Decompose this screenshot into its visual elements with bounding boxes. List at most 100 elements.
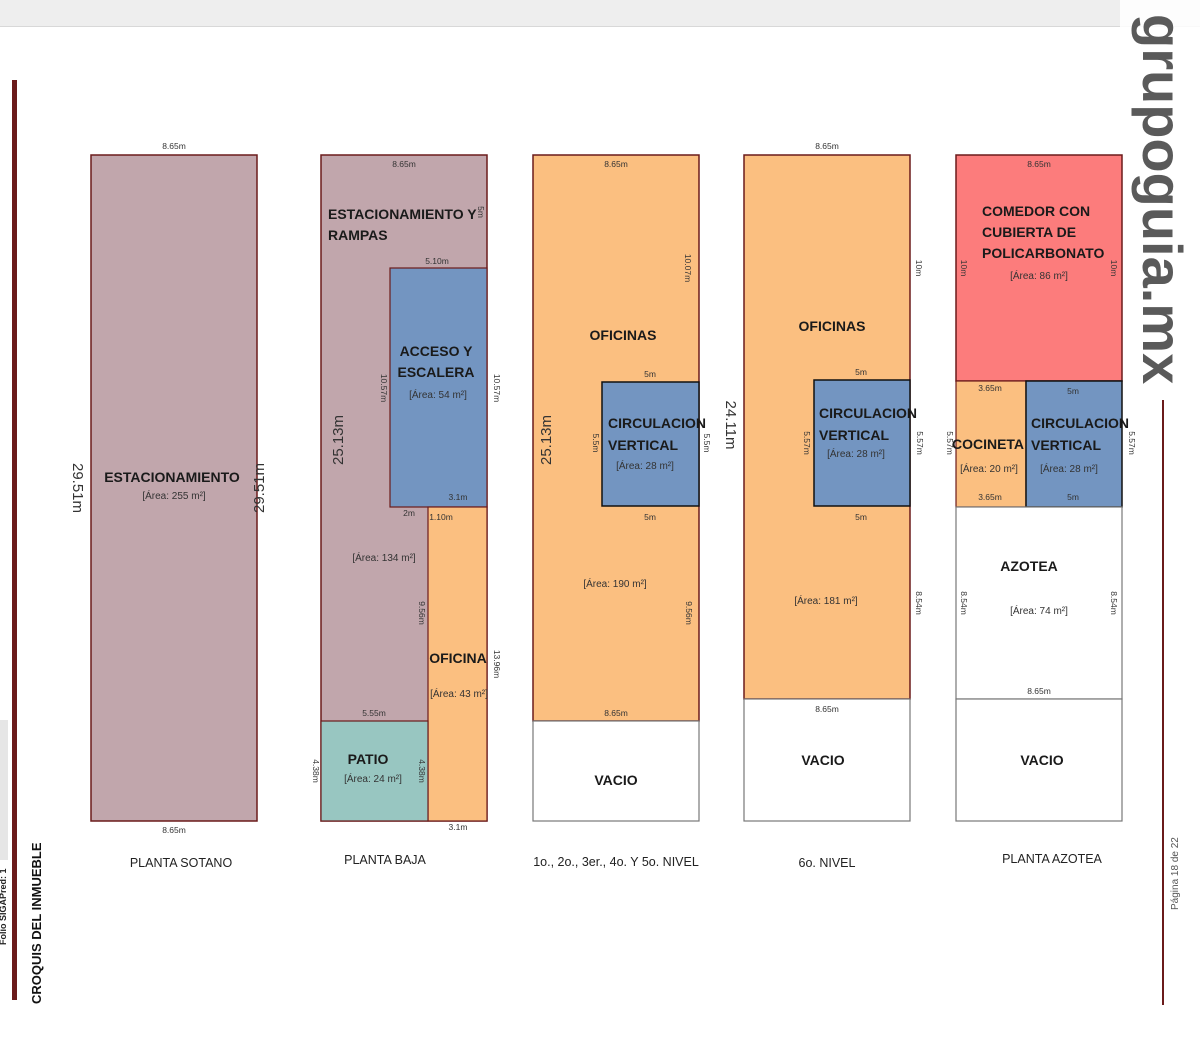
azotea-comedor-label-2: CUBIERTA DE xyxy=(982,224,1076,240)
plan-baja: 8.65m 25.13m ESTACIONAMIENTO Y RAMPAS [Á… xyxy=(311,154,502,867)
baja-left-dim: 25.13m xyxy=(330,415,347,465)
baja-acceso-top-dim: 5.10m xyxy=(425,256,449,266)
baja-acceso-right-dim: 10.57m xyxy=(492,374,502,402)
nivel6-circulacion-right-dim: 5.57m xyxy=(915,431,925,455)
niveles-caption: 1o., 2o., 3er., 4o. Y 5o. NIVEL xyxy=(533,855,699,869)
nivel6-circulacion-bottom-dim: 5m xyxy=(855,512,867,522)
azotea-cocineta-top-dim: 3.65m xyxy=(978,383,1002,393)
azotea-circulacion-bottom-dim: 5m xyxy=(1067,492,1079,502)
sotano-top-dim: 8.65m xyxy=(162,141,186,151)
azotea-azotea-label: AZOTEA xyxy=(1000,558,1058,574)
azotea-comedor-left-dim: 10m xyxy=(959,260,969,277)
watermark-logo: grupoguia.mx xyxy=(1131,14,1194,384)
nivel6-right-bottom-dim: 8.54m xyxy=(914,591,924,615)
niveles-left-dim: 25.13m xyxy=(538,415,555,465)
baja-patio-label: PATIO xyxy=(348,751,389,767)
azotea-circulacion-label-1: CIRCULACION xyxy=(1031,415,1129,431)
niveles-oficinas-label: OFICINAS xyxy=(590,327,657,343)
plan-niveles: 8.65m 25.13m 10.07m 9.56m OFICINAS [Área… xyxy=(532,154,712,869)
baja-acceso-label-1: ACCESO Y xyxy=(400,343,474,359)
sotano-caption: PLANTA SOTANO xyxy=(130,856,233,870)
watermark-bg xyxy=(1120,0,1200,400)
nivel6-vacio-label: VACIO xyxy=(801,752,844,768)
baja-estacionamiento-label-2: RAMPAS xyxy=(328,227,388,243)
page-number: Página 18 de 22 xyxy=(1170,837,1181,910)
azotea-caption: PLANTA AZOTEA xyxy=(1002,852,1102,866)
baja-acceso-area-text: [Área: 54 m²] xyxy=(409,388,467,401)
plan-azotea: 8.65m COMEDOR CON CUBIERTA DE POLICARBON… xyxy=(945,154,1137,866)
top-bar xyxy=(0,0,1200,27)
azotea-circulacion-top-dim: 5m xyxy=(1067,386,1079,396)
baja-oficina-label: OFICINA xyxy=(429,650,487,666)
baja-acceso-area xyxy=(389,267,488,508)
niveles-circulacion-area-text: [Área: 28 m²] xyxy=(616,459,674,472)
nivel6-top-dim: 8.65m xyxy=(815,141,839,151)
azotea-azotea-left-dim: 8.54m xyxy=(959,591,969,615)
sotano-right-dim: 29.51m xyxy=(251,463,268,513)
baja-patio-right-dim: 4.38m xyxy=(417,759,427,783)
azotea-cocineta-area-text: [Área: 20 m²] xyxy=(960,462,1018,475)
baja-estacionamiento-label-1: ESTACIONAMIENTO Y xyxy=(328,206,477,222)
niveles-vacio-area xyxy=(532,720,700,822)
left-border-line xyxy=(12,80,17,1000)
azotea-azotea-bottom-dim: 8.65m xyxy=(1027,686,1051,696)
nivel6-left-dim: 24.11m xyxy=(722,401,739,450)
baja-patio-left-dim: 4.38m xyxy=(311,759,321,783)
plan-nivel6: 8.65m 24.11m 10m 8.54m OFICINAS [Área: 1… xyxy=(722,141,925,870)
azotea-azotea-area-text: [Área: 74 m²] xyxy=(1010,604,1068,617)
azotea-circulacion-label-2: VERTICAL xyxy=(1031,437,1101,453)
nivel6-oficinas-area-text: [Área: 181 m²] xyxy=(794,594,858,607)
baja-patio-top-dim: 5.55m xyxy=(362,708,386,718)
baja-acceso-label-2: ESCALERA xyxy=(397,364,474,380)
niveles-circulacion-label-1: CIRCULACION xyxy=(608,415,706,431)
azotea-cocineta-label: COCINETA xyxy=(952,436,1024,452)
niveles-right-top-dim: 10.07m xyxy=(683,254,693,282)
section-title: CROQUIS DEL INMUEBLE xyxy=(29,842,44,1004)
niveles-circulacion-area xyxy=(601,381,700,507)
azotea-circulacion-area-text: [Área: 28 m²] xyxy=(1040,462,1098,475)
nivel6-caption: 6o. NIVEL xyxy=(799,856,856,870)
azotea-comedor-right-dim: 10m xyxy=(1109,260,1119,277)
niveles-circulacion-top-dim: 5m xyxy=(644,369,656,379)
nivel6-circulacion-label-1: CIRCULACION xyxy=(819,405,917,421)
left-gray-strip xyxy=(0,720,8,860)
baja-oficina-area-text: [Área: 43 m²] xyxy=(430,687,488,700)
baja-oficina-bottom-dim: 3.1m xyxy=(449,822,468,832)
plan-sotano: 8.65m 8.65m 29.51m 29.51m ESTACIONAMIENT… xyxy=(69,141,268,870)
baja-top-dim: 8.65m xyxy=(392,159,416,169)
azotea-vacio-area xyxy=(955,698,1123,822)
niveles-top-dim: 8.65m xyxy=(604,159,628,169)
nivel6-circulacion-label-2: VERTICAL xyxy=(819,427,889,443)
baja-acceso-left-dim: 10.57m xyxy=(379,374,389,402)
nivel6-circulacion-area xyxy=(813,379,911,507)
sotano-bottom-dim: 8.65m xyxy=(162,825,186,835)
niveles-oficinas-area-text: [Área: 190 m²] xyxy=(583,577,647,590)
baja-patio-area xyxy=(320,720,429,822)
azotea-comedor-area xyxy=(955,154,1123,382)
azotea-cocineta-left-dim: 5.57m xyxy=(945,431,955,455)
baja-oficina-left-dim: 9.56m xyxy=(417,601,427,625)
nivel6-circulacion-top-dim: 5m xyxy=(855,367,867,377)
baja-acceso-bottom-dim: 3.1m xyxy=(449,492,468,502)
folio-label: Folio SIGAPred: 1 xyxy=(0,868,8,945)
niveles-vacio-label: VACIO xyxy=(594,772,637,788)
sotano-estacionamiento-area xyxy=(90,154,258,822)
baja-oficina-top-dim: 1.10m xyxy=(429,512,453,522)
niveles-circulacion-right-dim: 5.5m xyxy=(702,434,712,453)
nivel6-circulacion-left-dim: 5.57m xyxy=(802,431,812,455)
baja-acceso-small-dim: 5m xyxy=(476,206,486,218)
baja-oficina-area xyxy=(427,506,488,822)
baja-gap-dim: 2m xyxy=(403,508,415,518)
azotea-comedor-label-3: POLICARBONATO xyxy=(982,245,1104,261)
baja-oficina-right-dim: 13.96m xyxy=(492,650,502,678)
right-border-line xyxy=(1162,400,1164,1005)
nivel6-vacio-area xyxy=(743,698,911,822)
niveles-right-bottom-dim: 9.56m xyxy=(684,601,694,625)
azotea-azotea-right-dim: 8.54m xyxy=(1109,591,1119,615)
niveles-circulacion-left-dim: 5.5m xyxy=(591,434,601,453)
nivel6-circulacion-area-text: [Área: 28 m²] xyxy=(827,447,885,460)
azotea-comedor-label-1: COMEDOR CON xyxy=(982,203,1090,219)
nivel6-oficinas-label: OFICINAS xyxy=(799,318,866,334)
niveles-circulacion-label-2: VERTICAL xyxy=(608,437,678,453)
